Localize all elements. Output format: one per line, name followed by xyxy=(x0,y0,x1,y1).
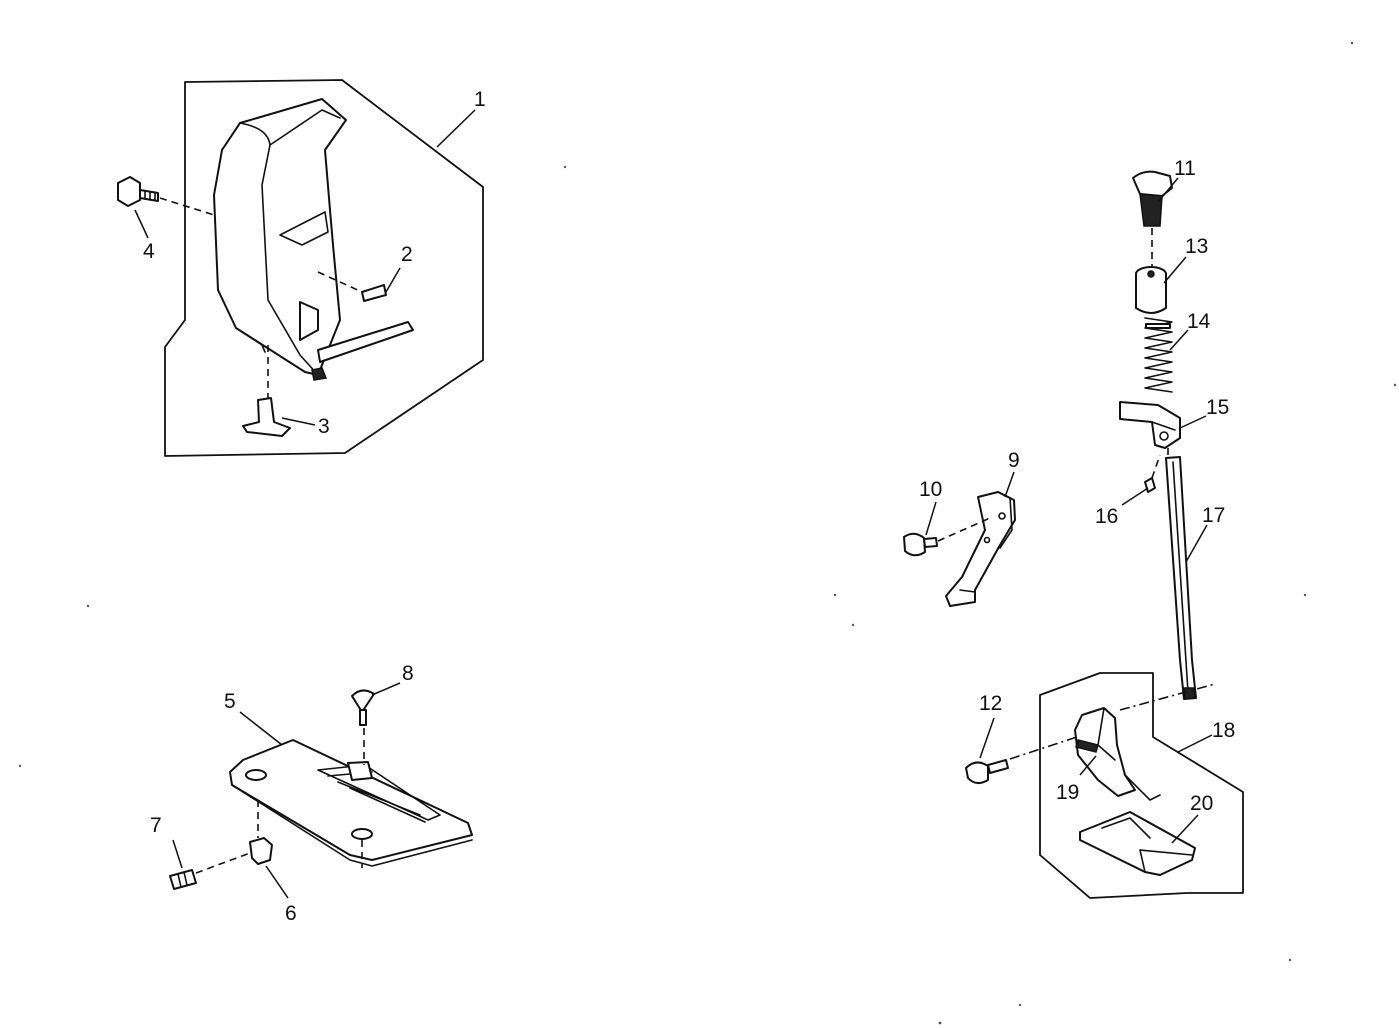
label-part-16: 16 xyxy=(1095,505,1118,528)
part-4-screw xyxy=(117,176,159,207)
thread-guide-group xyxy=(903,471,1016,607)
label-part-12: 12 xyxy=(979,692,1002,715)
part-number-labels: 1 2 3 4 5 6 7 8 9 10 11 12 13 14 15 16 1… xyxy=(143,88,1235,925)
label-part-3: 3 xyxy=(318,415,330,438)
label-part-2: 2 xyxy=(401,243,413,266)
part-17-presser-bar xyxy=(1165,456,1197,700)
part-20-presser-foot xyxy=(1079,811,1196,876)
label-part-19: 19 xyxy=(1056,781,1079,804)
label-part-17: 17 xyxy=(1202,504,1225,527)
scan-specks xyxy=(18,41,1397,1025)
part-11-adjusting-screw xyxy=(1132,170,1173,227)
part-9-guide-lever xyxy=(945,491,1016,607)
label-part-6: 6 xyxy=(285,902,297,925)
part-8-screw xyxy=(351,689,375,726)
part-7-set-screw xyxy=(169,869,197,890)
label-part-10: 10 xyxy=(919,478,942,501)
presser-bar-group xyxy=(965,170,1244,899)
label-part-1: 1 xyxy=(474,88,486,111)
label-part-9: 9 xyxy=(1008,449,1020,472)
label-part-14: 14 xyxy=(1187,310,1211,333)
part-16-screw xyxy=(1144,477,1156,493)
needle-plate-group xyxy=(169,682,473,899)
cover-assembly-group xyxy=(117,79,484,457)
part-10-screw xyxy=(903,532,938,557)
cover-group-outline xyxy=(164,79,484,457)
label-part-7: 7 xyxy=(150,814,162,837)
part-6-nut xyxy=(249,837,273,865)
part-13-bushing xyxy=(1135,266,1167,314)
presser-foot-group-outline xyxy=(1039,672,1244,899)
label-part-4: 4 xyxy=(143,240,155,263)
part-5-needle-plate xyxy=(229,739,473,867)
label-part-8: 8 xyxy=(402,662,414,685)
part-3-bracket xyxy=(242,397,291,437)
part-1-face-cover xyxy=(213,98,414,381)
part-12-thumb-screw xyxy=(965,759,1009,784)
part-15-bar-guide xyxy=(1119,401,1181,449)
label-part-18: 18 xyxy=(1212,719,1235,742)
label-part-13: 13 xyxy=(1185,235,1208,258)
label-part-15: 15 xyxy=(1206,396,1229,419)
part-19-foot-holder xyxy=(1074,707,1161,801)
part-14-spring xyxy=(1144,317,1173,393)
part-2-pin xyxy=(361,284,387,302)
label-part-5: 5 xyxy=(224,690,236,713)
label-part-20: 20 xyxy=(1190,792,1213,815)
label-part-11: 11 xyxy=(1174,157,1196,180)
